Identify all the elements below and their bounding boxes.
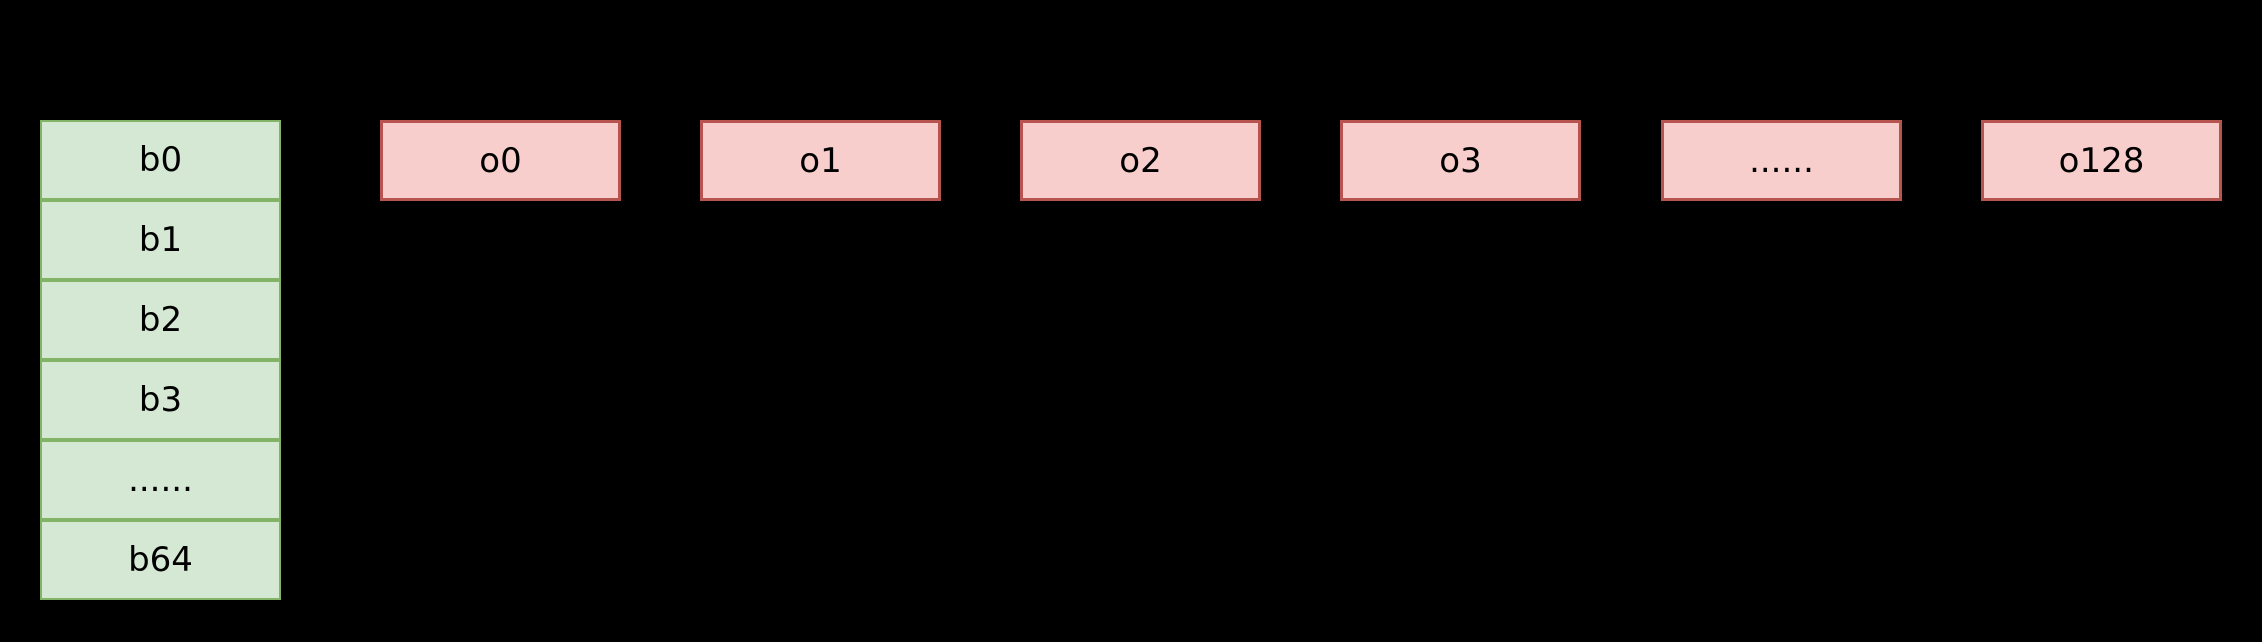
output-box-o1: o1: [700, 120, 941, 201]
buffer-cell-label: ......: [128, 460, 193, 500]
output-box-label: ......: [1749, 140, 1814, 181]
output-box-label: o3: [1439, 140, 1482, 181]
buffer-cell-ellipsis: ......: [40, 440, 281, 520]
output-box-ellipsis: ......: [1661, 120, 1902, 201]
output-box-o0: o0: [380, 120, 621, 201]
buffer-cell-b3: b3: [40, 360, 281, 440]
buffer-column: b0 b1 b2 b3 ...... b64: [40, 120, 281, 600]
buffer-cell-b0: b0: [40, 120, 281, 200]
output-box-label: o2: [1119, 140, 1162, 181]
buffer-cell-label: b64: [128, 540, 193, 580]
buffer-cell-label: b2: [138, 300, 183, 340]
buffer-cell-b2: b2: [40, 280, 281, 360]
buffer-cell-label: b3: [138, 380, 183, 420]
output-box-o3: o3: [1340, 120, 1581, 201]
buffer-cell-b1: b1: [40, 200, 281, 280]
buffer-cell-label: b1: [138, 220, 183, 260]
output-box-o128: o128: [1981, 120, 2222, 201]
output-box-label: o0: [479, 140, 522, 181]
output-box-label: o1: [799, 140, 842, 181]
output-box-o2: o2: [1020, 120, 1261, 201]
output-box-label: o128: [2058, 140, 2145, 181]
buffer-cell-b64: b64: [40, 520, 281, 600]
buffer-cell-label: b0: [138, 140, 183, 180]
